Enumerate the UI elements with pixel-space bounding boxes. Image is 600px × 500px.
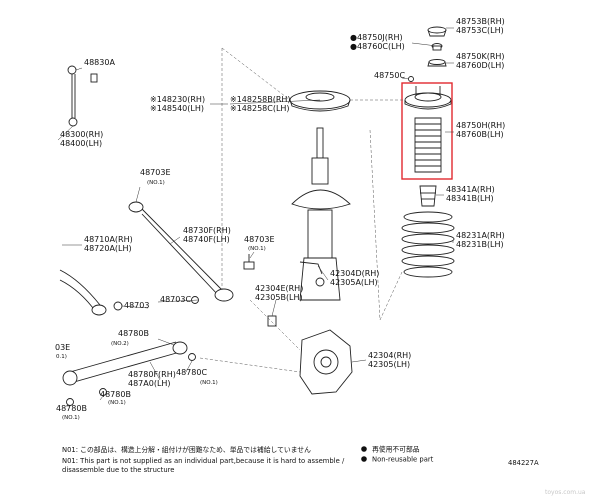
part-label-l20-line-1: 48780B	[118, 329, 149, 338]
part-label-l06-line-2: ※148540(LH)	[150, 104, 204, 113]
bolt-48780B-low	[66, 398, 74, 406]
part-label-l09-line-2: 48400(LH)	[60, 139, 102, 148]
part-label-l08-line-1: 48750H(RH)	[456, 121, 505, 130]
part-sublabel-s7: 0.1)	[56, 354, 67, 360]
part-sublabels: (NO.1) (NO.1) (NO.2) (NO.1) (NO.1) (NO.1) 0.1)	[56, 180, 266, 421]
part-label-l22-line-1: 48780F(RH)	[128, 370, 176, 379]
part-labels: 48753B(RH)48753C(LH) ●48750J(RH)●48760C(L…	[55, 17, 505, 413]
part-label-l16-line-2: 42305A(LH)	[330, 278, 378, 287]
lower-control-arm	[62, 341, 188, 386]
upper-insulator	[427, 59, 447, 67]
shock-absorber	[291, 127, 351, 301]
bolt-48780B-mid	[99, 388, 107, 396]
part-sublabel-s5: (NO.1)	[108, 400, 126, 406]
part-sublabel-s3: (NO.2)	[111, 341, 129, 347]
watermark: toyos.com.ua	[545, 489, 586, 496]
part-sublabel-s2: (NO.1)	[248, 246, 266, 252]
nut-48750C	[408, 76, 414, 82]
part-label-l26-line-1: 03E	[55, 343, 70, 352]
coil-spring	[401, 211, 455, 278]
bolt-42304E	[267, 315, 277, 327]
part-label-l09-line-1: 48300(RH)	[60, 130, 103, 139]
dust-boot-bellows	[414, 117, 442, 173]
bolt-48780C	[188, 353, 196, 361]
part-label-l21-line-2: 42305(LH)	[368, 360, 410, 369]
part-label-l22-line-2: 487A0(LH)	[128, 379, 171, 388]
leader-lines	[57, 27, 454, 407]
non-reusable-dot-icon-1	[361, 446, 367, 452]
part-label-l12-line-1: 48730F(RH)	[183, 226, 231, 235]
note-jp: N01: この部品は、構造上分解・組付けが困難なため、単品では補給していません	[62, 445, 311, 454]
upper-control-arm	[128, 201, 234, 302]
nut-washer	[431, 43, 443, 51]
part-label-l04-line-1: 48750C	[374, 71, 405, 80]
part-sublabel-s4: (NO.1)	[200, 380, 218, 386]
figure-number: 484227A	[508, 459, 539, 467]
assembly-guides	[199, 47, 405, 373]
lower-arm-left	[59, 269, 107, 316]
part-label-l03-line-2: 48760D(LH)	[456, 61, 504, 70]
part-sublabel-s6: (NO.1)	[62, 415, 80, 421]
part-label-l11-line-2: 48341B(LH)	[446, 194, 494, 203]
part-label-l10-line-1: 48703E	[140, 168, 171, 177]
part-sublabel-s1: (NO.1)	[147, 180, 165, 186]
part-label-l06-line-1: ※148230(RH)	[150, 95, 205, 104]
suspension-support	[404, 86, 452, 110]
part-label-l23-line-1: 48780C	[176, 368, 207, 377]
bump-stopper	[419, 185, 437, 207]
part-label-l02-line-2: ●48760C(LH)	[350, 42, 405, 51]
note-en-line1: N01: This part is not supplied as an ind…	[62, 457, 345, 465]
upper-support-cap	[427, 26, 447, 37]
part-label-l13-line-1: 48703E	[244, 235, 275, 244]
part-label-l01-line-2: 48753C(LH)	[456, 26, 504, 35]
part-label-l01-line-1: 48753B(RH)	[456, 17, 505, 26]
part-label-l16-line-1: 42304D(RH)	[330, 269, 379, 278]
steering-knuckle	[299, 329, 353, 395]
part-label-l02-line-1: ●48750J(RH)	[350, 33, 403, 42]
part-label-l14-line-1: 48231A(RH)	[456, 231, 505, 240]
part-label-l19-line-1: 48703	[124, 301, 149, 310]
part-label-l03-line-1: 48750K(RH)	[456, 52, 505, 61]
part-label-l12-line-2: 48740F(LH)	[183, 235, 230, 244]
bolt-48703E-upper	[243, 254, 255, 270]
stabilizer-link-bracket	[299, 261, 323, 275]
highlight-box-dust-boot	[401, 82, 453, 180]
part-label-l07-line-1: ※148258B(RH)	[230, 95, 291, 104]
part-label-l17-line-1: 42304E(RH)	[255, 284, 303, 293]
part-label-l17-line-2: 42305B(LH)	[255, 293, 303, 302]
part-label-l05-line-1: 48830A	[84, 58, 115, 67]
part-label-l08-line-2: 48760B(LH)	[456, 130, 504, 139]
part-label-l21-line-1: 42304(RH)	[368, 351, 411, 360]
part-label-l15-line-2: 48720A(LH)	[84, 244, 132, 253]
stabilizer-link	[67, 65, 98, 127]
part-label-l14-line-2: 48231B(LH)	[456, 240, 504, 249]
legend-en: Non-reusable part	[372, 456, 434, 464]
note-en-line2: disassemble due to the structure	[62, 466, 174, 474]
part-label-l18-line-1: 48703C	[160, 295, 191, 304]
part-label-l24-line-1: 48780B	[100, 390, 131, 399]
part-label-l07-line-2: ※148258C(LH)	[230, 104, 290, 113]
legend-jp: 再使用不可部品	[372, 445, 420, 454]
part-label-l25-line-1: 48780B	[56, 404, 87, 413]
part-label-l11-line-1: 48341A(RH)	[446, 185, 495, 194]
bolt-48703	[113, 301, 123, 311]
part-label-l15-line-1: 48710A(RH)	[84, 235, 133, 244]
non-reusable-dot-icon-2	[361, 456, 367, 462]
